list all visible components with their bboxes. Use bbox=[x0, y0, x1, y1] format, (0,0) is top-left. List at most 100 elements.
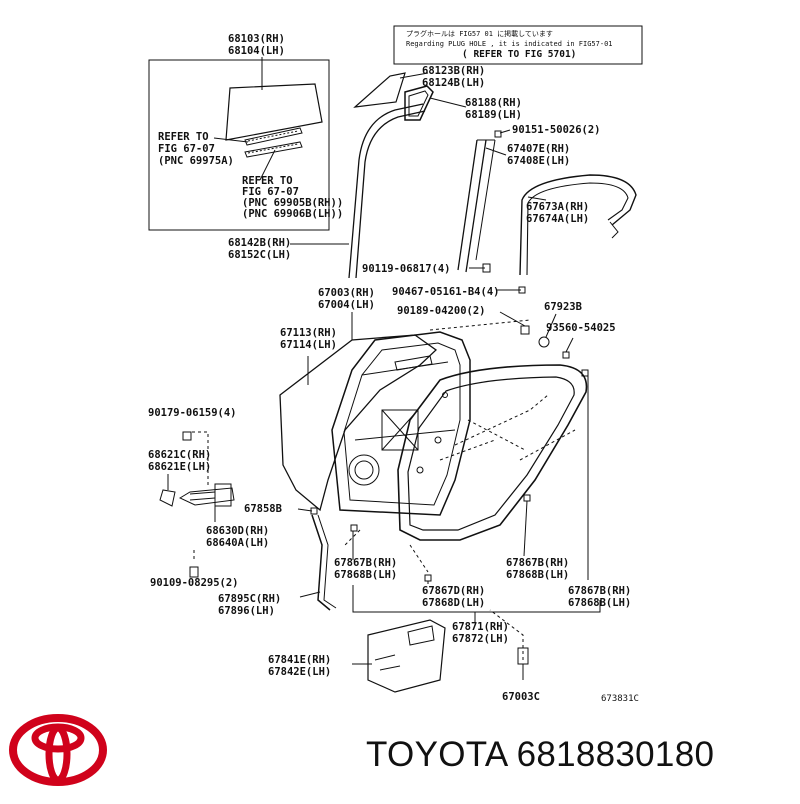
weatherstrip-end-clip bbox=[609, 221, 619, 239]
label-67003C: 67003C bbox=[502, 691, 540, 703]
label-90119: 90119-06817(4) bbox=[362, 263, 451, 275]
label-67867D-lh: 67868D(LH) bbox=[422, 597, 485, 609]
label-67867c-lh: 67868B(LH) bbox=[568, 597, 631, 609]
door-hinge-plate bbox=[159, 489, 176, 507]
label-68630-lh: 68640A(LH) bbox=[206, 537, 269, 549]
bolt-90109 bbox=[189, 566, 199, 578]
door-frame-weatherstrip-inner bbox=[526, 182, 629, 276]
label-68123-lh: 68124B(LH) bbox=[422, 77, 485, 89]
svg-text:67867B(RH)67868B(LH): 67867B(RH)67868B(LH) bbox=[506, 557, 569, 581]
brand-name: TOYOTA bbox=[366, 735, 507, 774]
toyota-logo-icon bbox=[9, 714, 107, 786]
leader-inner-2 bbox=[454, 394, 549, 446]
svg-text:68621C(RH)68621E(LH): 68621C(RH)68621E(LH) bbox=[148, 449, 211, 473]
label-67895-lh: 67896(LH) bbox=[218, 605, 275, 617]
plug-67003C bbox=[517, 647, 529, 665]
quarter-window-glass bbox=[353, 72, 406, 108]
bolt-90119 bbox=[482, 263, 491, 273]
leader-90179 bbox=[186, 431, 209, 485]
label-refer1-c: (PNC 69975A) bbox=[158, 155, 234, 167]
svg-text:67895C(RH)67896(LH): 67895C(RH)67896(LH) bbox=[218, 593, 281, 617]
division-bar-inner bbox=[465, 139, 487, 273]
door-inner-frame bbox=[331, 331, 471, 516]
clip-67867-right bbox=[523, 494, 531, 502]
label-90189: 90189-04200(2) bbox=[397, 305, 486, 317]
label-refer2-b: FIG 67-07 bbox=[242, 186, 299, 198]
leader-67673 bbox=[527, 196, 547, 201]
leader-refer1 bbox=[213, 137, 249, 143]
service-hole-cover bbox=[367, 619, 446, 693]
label-90109: 90109-08295(2) bbox=[150, 577, 239, 589]
label-68103-rh: 68103(RH) bbox=[228, 33, 285, 45]
label-93560: 93560-54025 bbox=[546, 322, 616, 334]
svg-text:67003(RH)67004(LH): 67003(RH)67004(LH) bbox=[318, 287, 375, 311]
label-68188-lh: 68189(LH) bbox=[465, 109, 522, 121]
leader-lines bbox=[167, 57, 601, 680]
svg-text:67673A(RH)67674A(LH): 67673A(RH)67674A(LH) bbox=[526, 201, 589, 225]
note-line-jp: プラグホールは FIG57 01 に掲載しています bbox=[406, 29, 553, 38]
bolt-90179 bbox=[182, 431, 192, 441]
clip-67867-left bbox=[350, 524, 358, 532]
door-seal-strip bbox=[311, 514, 331, 611]
label-90151: 90151-50026(2) bbox=[512, 124, 601, 136]
clip-67923 bbox=[538, 336, 550, 348]
label-68621-lh: 68621E(LH) bbox=[148, 461, 211, 473]
leader-67407 bbox=[485, 147, 507, 156]
label-68142-lh: 68152C(LH) bbox=[228, 249, 291, 261]
glass-run-outer bbox=[348, 103, 424, 279]
note-line-refer: ( REFER TO FIG 5701) bbox=[462, 49, 576, 60]
label-67407-rh: 67407E(RH) bbox=[507, 143, 570, 155]
label-90179: 90179-06159(4) bbox=[148, 407, 237, 419]
service-hole-cover-ribs bbox=[374, 654, 401, 671]
brand-line: TOYOTA 6818830180 bbox=[366, 735, 714, 775]
dashed-leaders bbox=[186, 394, 576, 660]
leader-67895 bbox=[299, 591, 321, 598]
leader-67923 bbox=[545, 313, 557, 338]
leader-inner-3 bbox=[467, 419, 526, 451]
illustration-id: 673831C bbox=[601, 694, 639, 704]
leader-67858 bbox=[297, 508, 313, 512]
svg-text:68630D(RH)68640A(LH): 68630D(RH)68640A(LH) bbox=[206, 525, 269, 549]
label-67867c-rh: 67867B(RH) bbox=[568, 585, 631, 597]
bracket-67871 bbox=[352, 585, 601, 613]
clip-67867D bbox=[424, 574, 432, 582]
window-glass bbox=[225, 83, 323, 141]
service-hole-cover-tab bbox=[407, 625, 435, 646]
glass-channel-hatch bbox=[247, 130, 299, 154]
label-67407-lh: 67408E(LH) bbox=[507, 155, 570, 167]
leader-inner-1 bbox=[439, 439, 496, 461]
svg-text:67867B(RH)67868B(LH): 67867B(RH)67868B(LH) bbox=[334, 557, 397, 581]
label-67867a-rh: 67867B(RH) bbox=[334, 557, 397, 569]
label-68621-rh: 68621C(RH) bbox=[148, 449, 211, 461]
part-number: 6818830180 bbox=[516, 735, 715, 774]
label-67003-rh: 67003(RH) bbox=[318, 287, 375, 299]
leader-68123 bbox=[399, 72, 429, 79]
note-box-frame bbox=[393, 25, 643, 65]
door-opening-weatherstrip-inner bbox=[407, 376, 575, 531]
leader-68188 bbox=[429, 97, 467, 108]
label-67858: 67858B bbox=[244, 503, 282, 515]
label-90467: 90467-05161-B4(4) bbox=[392, 286, 499, 298]
label-67867b-rh: 67867B(RH) bbox=[506, 557, 569, 569]
door-opening-weatherstrip-outer bbox=[397, 364, 588, 541]
label-67895-rh: 67895C(RH) bbox=[218, 593, 281, 605]
svg-text:68123B(RH)68124B(LH): 68123B(RH)68124B(LH) bbox=[422, 65, 485, 89]
glass-channel-upper bbox=[244, 127, 303, 146]
screw-90467 bbox=[518, 286, 526, 294]
door-frame-weatherstrip-outer bbox=[519, 174, 637, 276]
leader-90189 bbox=[499, 311, 526, 327]
label-67871-lh: 67872(LH) bbox=[452, 633, 509, 645]
label-67867D-rh: 67867D(RH) bbox=[422, 585, 485, 597]
label-refer2-c: (PNC 69905B(RH)) bbox=[242, 197, 343, 209]
door-inner-handle-recess bbox=[394, 355, 433, 371]
door-seal-strip-inner bbox=[317, 514, 337, 609]
svg-text:68142B(RH)68152C(LH): 68142B(RH)68152C(LH) bbox=[228, 237, 291, 261]
division-bar-outer bbox=[457, 139, 478, 271]
division-bar-rear bbox=[475, 139, 496, 261]
leader-refer2 bbox=[259, 149, 276, 181]
label-refer2-d: (PNC 69906B(LH)) bbox=[242, 208, 343, 220]
speaker-hole bbox=[348, 454, 380, 486]
